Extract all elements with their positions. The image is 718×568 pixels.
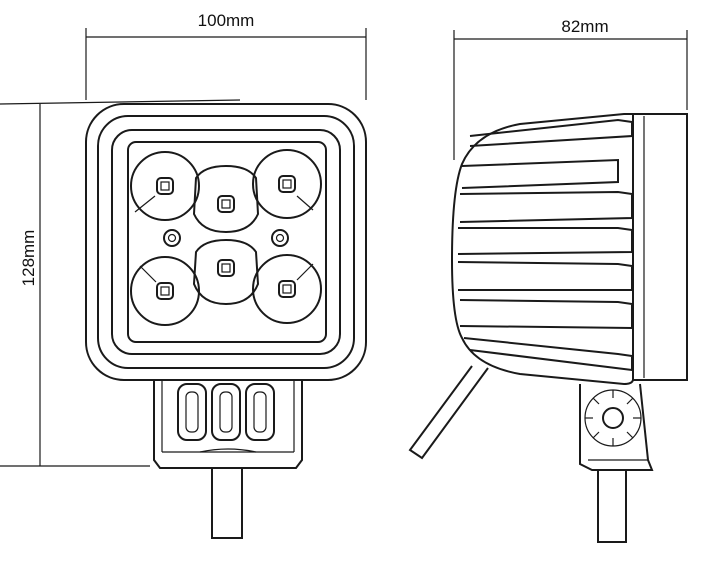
width-label: 100mm bbox=[198, 11, 255, 30]
front-cable-stem bbox=[211, 467, 243, 539]
reflector-top-left bbox=[130, 151, 200, 221]
side-housing bbox=[450, 113, 688, 386]
side-view bbox=[408, 113, 688, 543]
front-bracket bbox=[153, 380, 303, 539]
side-bracket bbox=[579, 383, 654, 543]
side-cable bbox=[408, 365, 489, 460]
reflector-center-top bbox=[192, 164, 260, 234]
screw-right bbox=[271, 229, 289, 247]
heatsink-fins bbox=[457, 118, 633, 372]
front-housing-inner bbox=[97, 115, 355, 369]
depth-dimension: 82mm bbox=[453, 17, 688, 160]
width-dimension: 100mm bbox=[85, 11, 367, 100]
lens-window bbox=[127, 141, 327, 343]
reflector-bottom-left bbox=[130, 256, 200, 326]
front-housing-outer bbox=[85, 103, 367, 381]
screw-left bbox=[163, 229, 181, 247]
height-dimension: 128mm bbox=[0, 99, 241, 467]
depth-label: 82mm bbox=[561, 17, 608, 36]
lens-frame bbox=[111, 129, 341, 355]
reflector-center-bottom bbox=[192, 238, 260, 306]
adjust-knob bbox=[602, 407, 624, 429]
height-label: 128mm bbox=[19, 230, 38, 287]
reflector-bottom-right bbox=[252, 254, 322, 324]
reflector-top-right bbox=[252, 149, 322, 219]
side-cable-stem bbox=[597, 469, 627, 543]
front-view bbox=[85, 103, 367, 539]
